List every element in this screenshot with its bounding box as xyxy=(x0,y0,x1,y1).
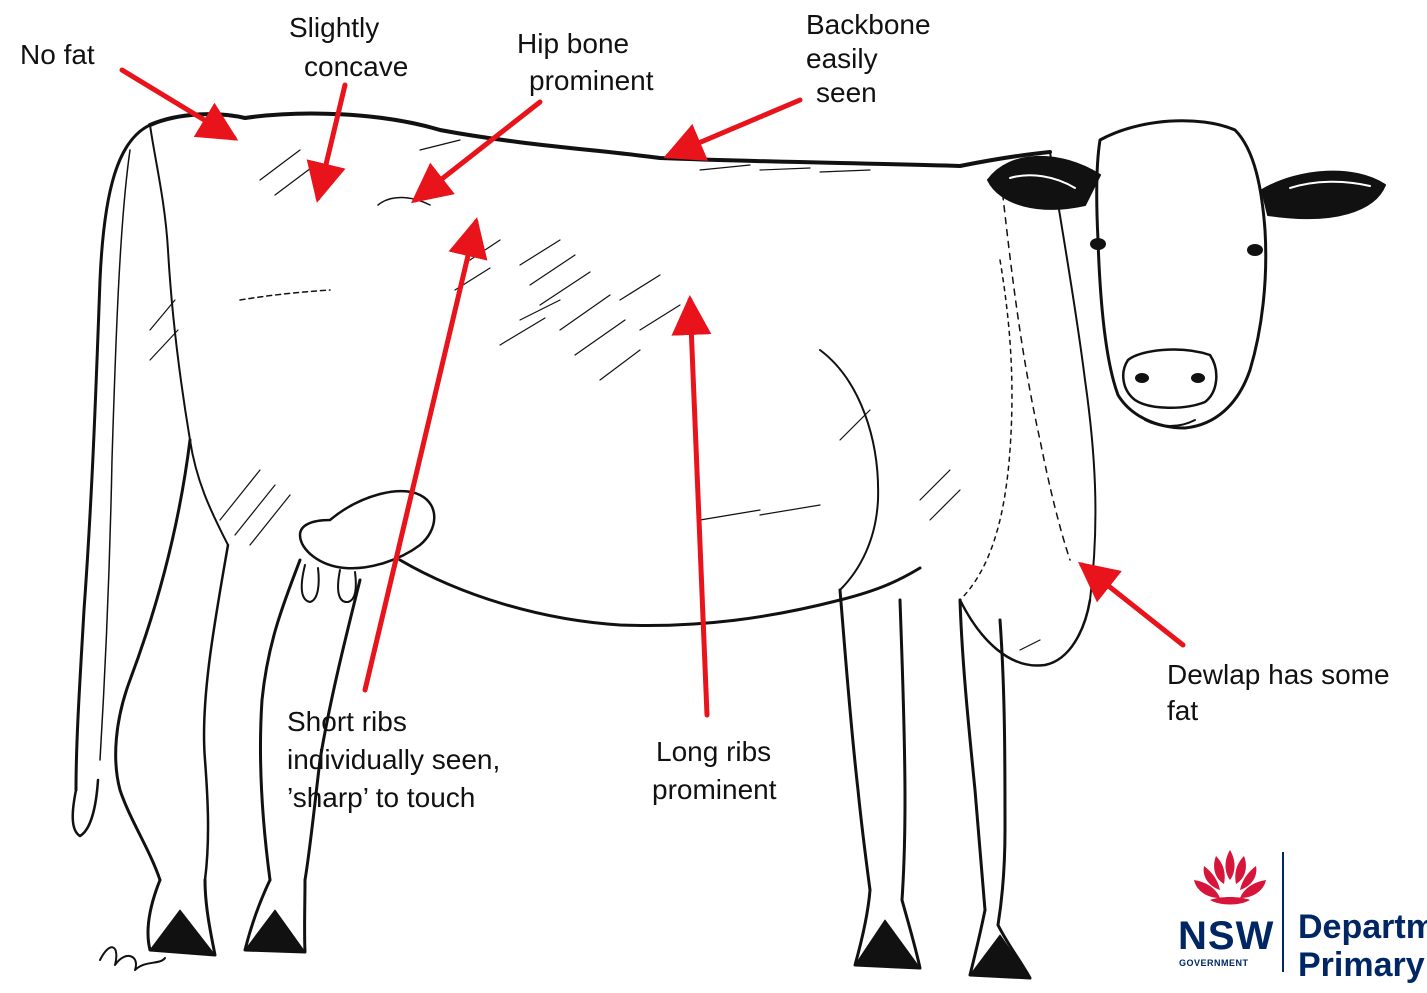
label-dewlap-line-1: Dewlap has some xyxy=(1167,657,1390,693)
waratah-icon xyxy=(1180,842,1280,912)
arrow-long-ribs xyxy=(690,300,707,715)
label-hip-bone-line-2: prominent xyxy=(529,62,654,99)
label-backbone-line-3: seen xyxy=(816,76,931,110)
arrow-no-fat xyxy=(122,70,234,138)
label-hip-bone: Hip bone prominent xyxy=(517,25,654,99)
label-no-fat: No fat xyxy=(20,38,95,72)
label-no-fat-line: No fat xyxy=(20,38,95,72)
label-short-ribs-line-1: Short ribs xyxy=(287,703,500,741)
label-concave-line-1: Slightly xyxy=(289,8,408,47)
label-short-ribs: Short ribs individually seen, ’sharp’ to… xyxy=(287,703,500,817)
label-long-ribs-line-2: prominent xyxy=(652,771,777,809)
arrow-backbone xyxy=(668,100,800,156)
arrow-concave xyxy=(318,85,345,198)
label-long-ribs: Long ribs prominent xyxy=(652,733,777,809)
nsw-government-logo: NSW GOVERNMENT Departm Primary xyxy=(1160,842,1427,993)
label-backbone-line-2: easily xyxy=(806,42,931,76)
label-dewlap-line-2: fat xyxy=(1167,693,1390,729)
arrow-short-ribs xyxy=(365,222,476,690)
label-short-ribs-line-2: individually seen, xyxy=(287,741,500,779)
logo-government-text: GOVERNMENT xyxy=(1179,958,1249,968)
logo-department-line-2: Primary xyxy=(1298,946,1425,985)
arrow-dewlap xyxy=(1082,565,1183,645)
label-long-ribs-line-1: Long ribs xyxy=(656,733,777,771)
label-hip-bone-line-1: Hip bone xyxy=(517,25,654,62)
label-concave-line-2: concave xyxy=(304,47,408,86)
logo-divider xyxy=(1282,852,1284,972)
arrow-hip-bone xyxy=(415,102,540,200)
label-slightly-concave: Slightly concave xyxy=(289,8,408,86)
logo-nsw-text: NSW xyxy=(1178,914,1274,959)
logo-department-line-1: Departm xyxy=(1298,908,1427,947)
label-backbone: Backbone easily seen xyxy=(806,8,931,110)
label-backbone-line-1: Backbone xyxy=(806,8,931,42)
label-short-ribs-line-3: ’sharp’ to touch xyxy=(287,779,500,817)
label-dewlap: Dewlap has some fat xyxy=(1167,657,1390,729)
